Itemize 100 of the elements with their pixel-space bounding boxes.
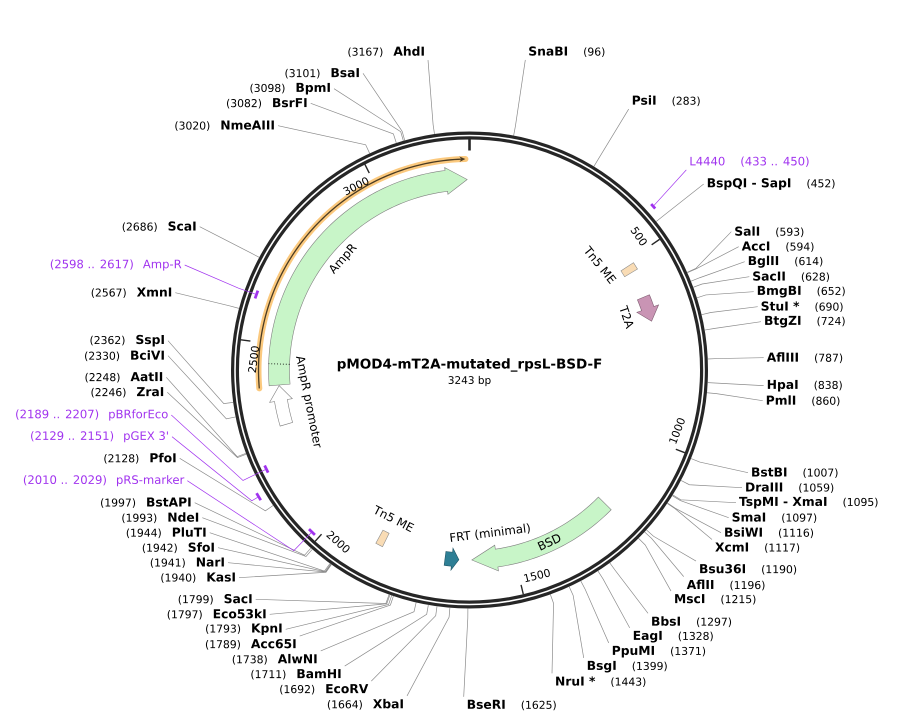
leader-line bbox=[644, 532, 684, 577]
leader-line bbox=[654, 170, 687, 206]
primer-label: (2010 .. 2029) pRS-marker bbox=[24, 475, 184, 486]
enzyme-label: (3020) NmeAIII bbox=[175, 120, 274, 131]
leader-line bbox=[166, 392, 247, 458]
primer-label: L4440 (433 .. 450) bbox=[690, 156, 809, 167]
enzyme-label: XcmI (1117) bbox=[715, 542, 800, 553]
enzyme-label: (1664) XbaI bbox=[328, 698, 403, 710]
leader-line bbox=[550, 594, 554, 674]
enzyme-label: (2362) SspI bbox=[90, 334, 164, 347]
leader-line bbox=[704, 321, 762, 330]
leader-line bbox=[692, 276, 750, 288]
tick-label: 1500 bbox=[524, 568, 550, 582]
enzyme-label: EagI (1328) bbox=[634, 630, 713, 642]
primer-mark bbox=[263, 464, 270, 474]
enzyme-label: (1941) NarI bbox=[150, 558, 224, 568]
leader-line bbox=[209, 532, 330, 572]
enzyme-label: BsiWI (1116) bbox=[725, 527, 814, 538]
leader-line bbox=[667, 502, 722, 534]
tick-label: 1000 bbox=[669, 418, 685, 444]
enzyme-label: (1942) SfoI bbox=[142, 542, 214, 554]
node-label: Tn5 ME bbox=[375, 504, 414, 532]
leader-line bbox=[228, 562, 332, 572]
leader-line bbox=[299, 596, 394, 636]
leader-line bbox=[513, 60, 526, 136]
enzyme-label: BstBI (1007) bbox=[752, 468, 838, 478]
leader-line bbox=[638, 538, 672, 592]
enzyme-label: BtgZI (724) bbox=[765, 316, 845, 328]
leader-line bbox=[580, 580, 610, 644]
leader-line bbox=[285, 595, 392, 630]
leader-line bbox=[707, 382, 764, 386]
primer-label: (2598 .. 2617) Amp-R bbox=[50, 259, 182, 271]
enzyme-label: BsgI (1399) bbox=[588, 660, 667, 672]
leader-line bbox=[186, 480, 312, 552]
leader-line bbox=[344, 604, 429, 666]
tick-label: 2500 bbox=[248, 346, 260, 373]
enzyme-label: PsiI (283) bbox=[632, 95, 700, 106]
enzyme-label: BspQI - SapI (452) bbox=[708, 178, 835, 190]
leader-line bbox=[428, 60, 435, 134]
enzyme-label: SmaI (1097) bbox=[732, 512, 816, 523]
leader-line bbox=[708, 357, 764, 360]
feature-box: Tn5 ME bbox=[375, 505, 414, 548]
primer-label: (2189 .. 2207) pBRforEco bbox=[16, 409, 168, 421]
enzyme-label: (2248) AatII bbox=[85, 372, 162, 382]
leader-line bbox=[170, 414, 266, 481]
leader-line bbox=[362, 72, 406, 141]
enzyme-label: (1940) KasI bbox=[161, 572, 235, 583]
enzyme-label: DraIII (1059) bbox=[746, 482, 834, 493]
leader-line bbox=[278, 125, 370, 154]
leader-line bbox=[696, 291, 754, 298]
leader-line bbox=[166, 376, 246, 458]
enzyme-label: (1793) KpnI bbox=[206, 624, 282, 636]
enzyme-label: BseRI (1625) bbox=[468, 700, 556, 710]
enzyme-label: (1789) Acc65I bbox=[206, 639, 296, 650]
enzyme-label: (1993) NdeI bbox=[122, 512, 198, 524]
leader-line bbox=[609, 562, 648, 614]
leader-line bbox=[680, 480, 742, 488]
leader-line bbox=[194, 502, 312, 556]
enzyme-label: BmgBI (652) bbox=[758, 286, 845, 298]
enzyme-label: MscI (1215) bbox=[675, 594, 756, 604]
primer-mark bbox=[308, 528, 316, 536]
enzyme-label: AccI (594) bbox=[742, 242, 814, 252]
leader-line bbox=[202, 517, 313, 557]
enzyme-label: (1692) EcoRV bbox=[280, 684, 368, 694]
enzyme-label: SnaBI (96) bbox=[529, 46, 604, 57]
leader-line bbox=[370, 606, 438, 682]
leader-line bbox=[672, 494, 736, 504]
enzyme-label: AflIII (787) bbox=[766, 352, 842, 364]
node-label: T2A bbox=[620, 304, 634, 330]
enzyme-label: (2567) XmnI bbox=[92, 288, 172, 298]
enzyme-label: TspMI - XmaI (1095) bbox=[739, 496, 878, 508]
enzyme-label: HpaI (838) bbox=[768, 380, 842, 392]
leader-line bbox=[686, 231, 732, 273]
enzyme-label: (3082) BsrFI bbox=[226, 98, 307, 108]
enzyme-label: AflII (1196) bbox=[686, 580, 764, 590]
leader-line bbox=[238, 564, 332, 578]
primer-mark bbox=[650, 203, 656, 210]
feature-band: T2A bbox=[620, 294, 660, 330]
enzyme-label: (1711) BamHI bbox=[251, 669, 341, 680]
enzyme-label: BbsI (1297) bbox=[652, 616, 732, 628]
enzyme-label: (1738) AlwNI bbox=[232, 654, 317, 665]
leader-line bbox=[687, 246, 740, 274]
enzyme-label: NruI * (1443) bbox=[556, 676, 646, 687]
leader-line bbox=[463, 608, 468, 698]
enzyme-label: (2128) PfoI bbox=[104, 452, 176, 464]
enzyme-label: (2686) ScaI bbox=[122, 221, 196, 232]
leader-line bbox=[706, 392, 764, 402]
enzyme-label: BglII (614) bbox=[748, 256, 822, 268]
leader-line bbox=[174, 292, 240, 309]
leader-line bbox=[168, 340, 234, 404]
leader-line bbox=[594, 108, 630, 167]
leader-line bbox=[334, 88, 404, 142]
enzyme-label: PmlI (860) bbox=[766, 395, 840, 406]
leader-line bbox=[690, 458, 748, 474]
enzyme-label: PpuMI (1371) bbox=[612, 646, 706, 658]
enzyme-label: (2330) BciVI bbox=[85, 350, 164, 362]
leader-line bbox=[320, 602, 416, 652]
leader-line bbox=[184, 264, 256, 294]
leader-line bbox=[701, 306, 758, 316]
enzyme-label: (1799) SacI bbox=[178, 594, 252, 605]
